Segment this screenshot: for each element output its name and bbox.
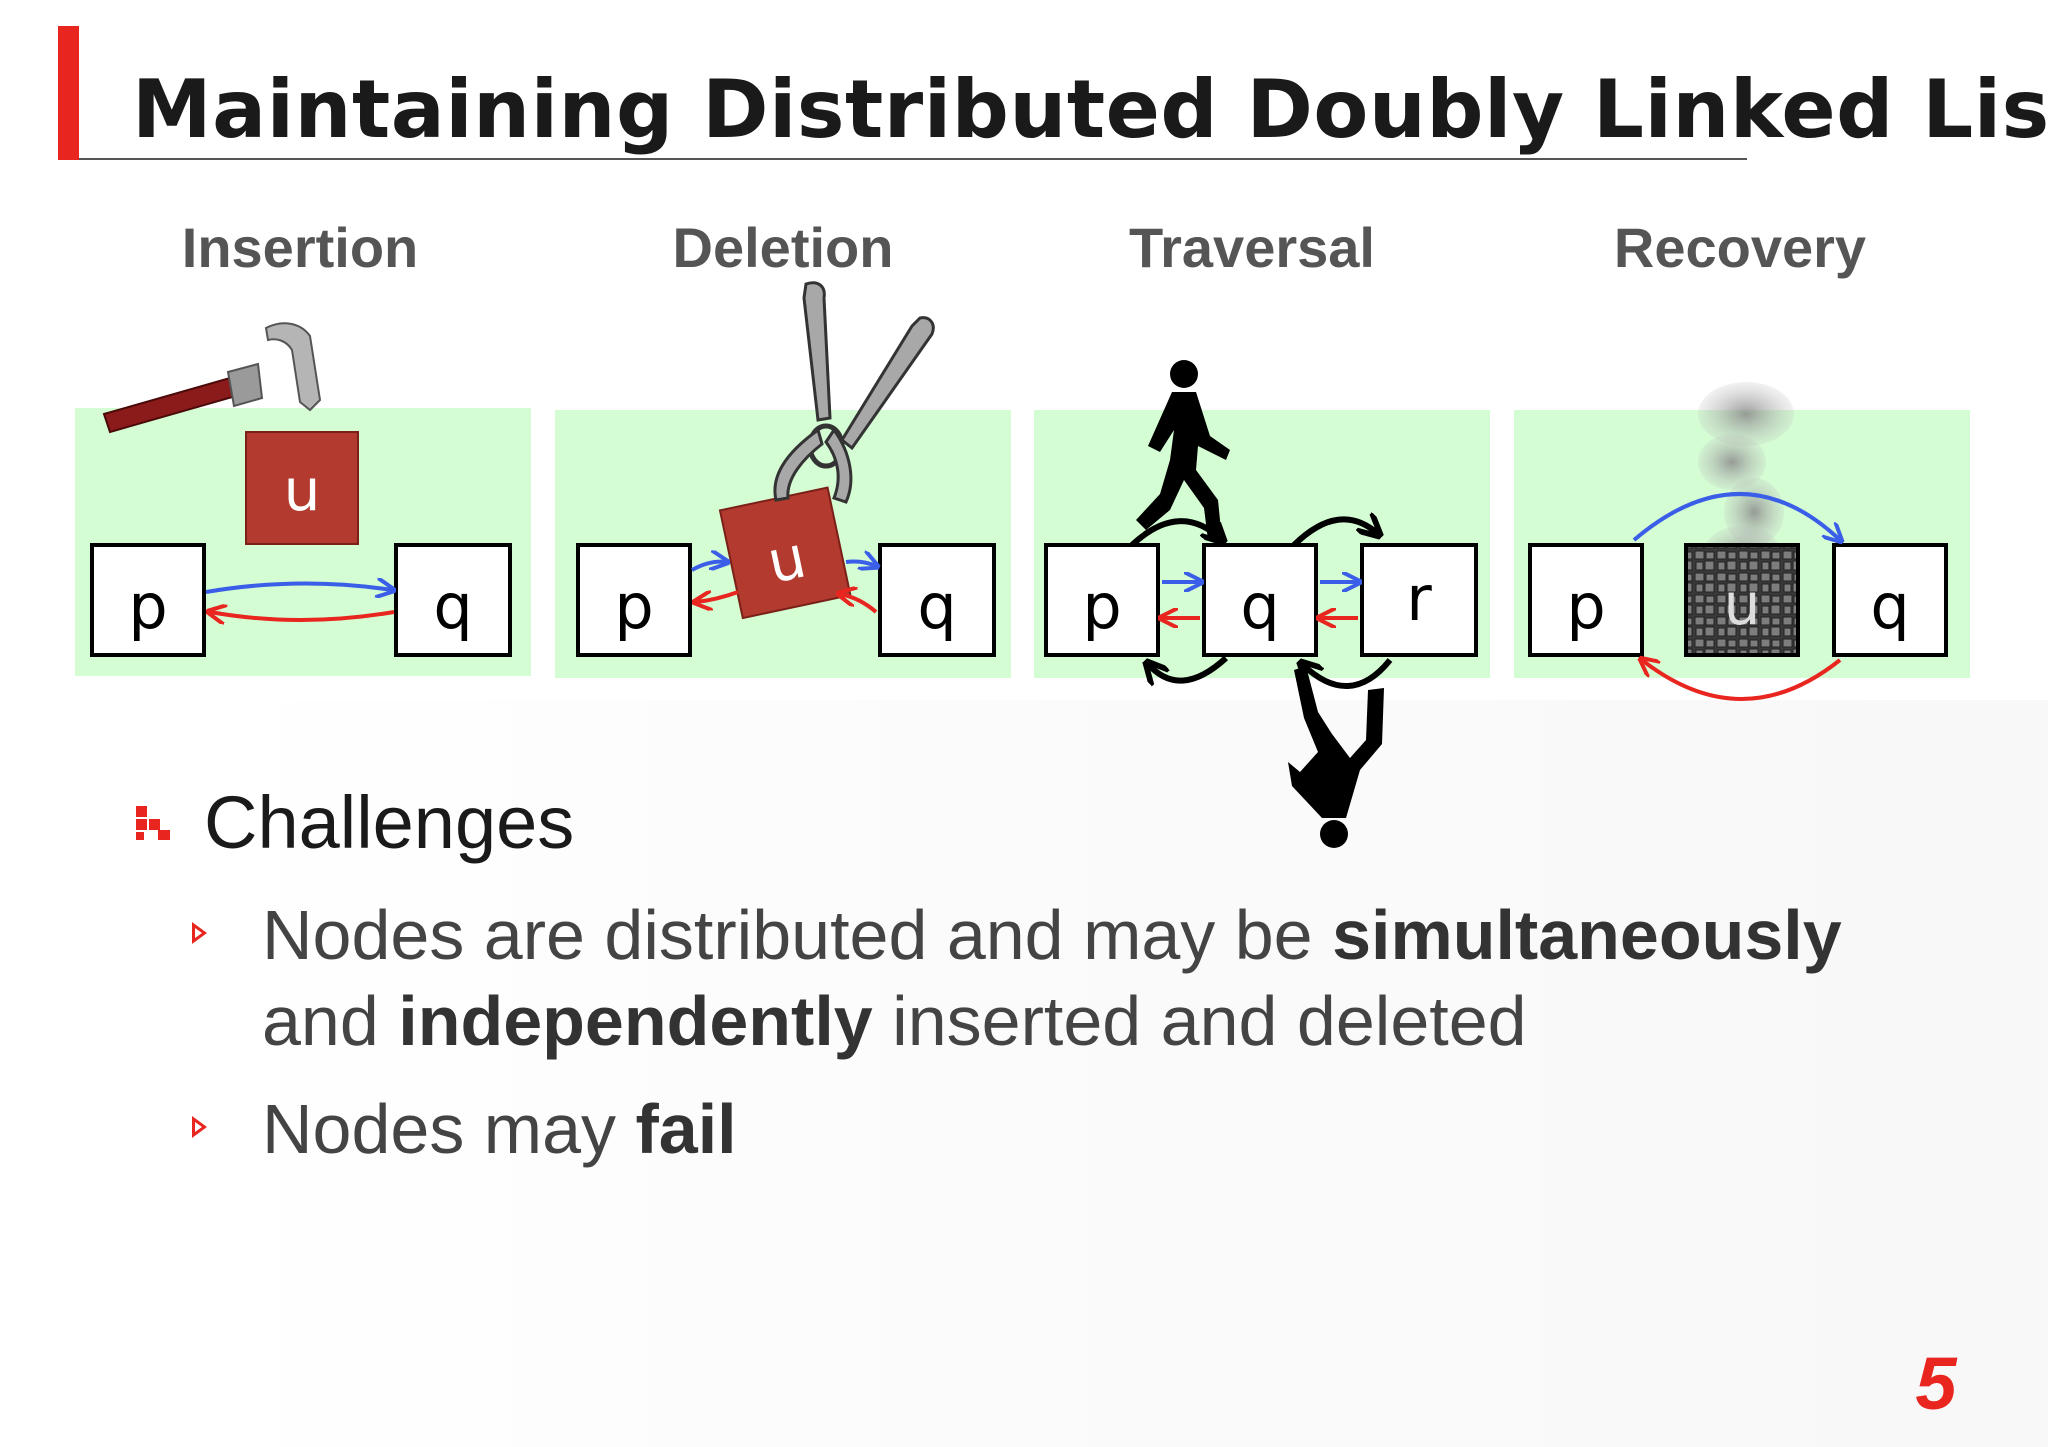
node-label: q <box>1240 570 1279 643</box>
challenge-item-2: Nodes may fail <box>262 1090 737 1168</box>
node-label: p <box>1566 570 1605 643</box>
prev-pointer <box>210 612 395 620</box>
prev-pointer <box>696 590 739 602</box>
pincers-icon <box>773 281 935 504</box>
traversal-arc <box>1148 658 1229 681</box>
challenge-item-1-line-2: and independently inserted and deleted <box>262 982 1527 1060</box>
title-underline <box>79 158 1747 160</box>
hammer-icon <box>102 322 322 434</box>
slide-title: Maintaining Distributed Doubly Linked Li… <box>132 63 2048 156</box>
next-pointer <box>845 562 876 567</box>
node-q-insertion: q <box>394 543 512 657</box>
next-pointer <box>691 562 726 570</box>
node-label: p <box>614 570 653 643</box>
node-p-deletion: p <box>576 543 692 657</box>
challenges-heading: Challenges <box>204 781 575 864</box>
node-u-recovery-failed: u <box>1684 543 1800 657</box>
triangle-bullet-icon <box>192 922 207 944</box>
node-label: u <box>1724 570 1761 638</box>
slide-background <box>210 700 2048 1447</box>
node-label: q <box>433 570 472 643</box>
node-q-recovery: q <box>1832 543 1948 657</box>
traversal-arc <box>1302 660 1393 689</box>
heading-deletion: Deletion <box>672 216 894 279</box>
node-u-deletion: u <box>718 486 852 620</box>
node-u-insertion: u <box>245 431 359 545</box>
title-accent-bar <box>58 26 79 160</box>
node-label: p <box>128 570 167 643</box>
page-number: 5 <box>1915 1342 1957 1425</box>
prev-pointer <box>840 594 878 614</box>
node-p-insertion: p <box>90 543 206 657</box>
next-pointer <box>205 583 392 592</box>
prev-pointer <box>1642 660 1842 701</box>
node-label: q <box>1870 570 1909 643</box>
heading-recovery: Recovery <box>1613 216 1867 279</box>
node-q-deletion: q <box>878 543 996 657</box>
linked-list-diagrams: u p q p u q p q r <box>90 281 1948 848</box>
traversal-arc <box>1291 519 1378 548</box>
square-bullet-icon <box>136 806 170 840</box>
node-r-traversal: r <box>1360 543 1478 657</box>
node-p-recovery: p <box>1528 543 1644 657</box>
node-label: r <box>1406 562 1432 635</box>
heading-insertion: Insertion <box>181 216 419 279</box>
falling-person-icon <box>1288 666 1384 848</box>
node-label: u <box>284 456 321 524</box>
walking-person-icon <box>1136 360 1230 540</box>
heading-traversal: Traversal <box>1129 216 1375 279</box>
triangle-bullet-icon <box>192 1116 207 1138</box>
node-p-traversal: p <box>1044 543 1160 657</box>
next-pointer <box>1632 492 1840 540</box>
challenge-item-1-line-1: Nodes are distributed and may be simulta… <box>262 896 1842 974</box>
node-q-traversal: q <box>1202 543 1318 657</box>
node-label: p <box>1082 570 1121 643</box>
node-label: q <box>917 570 956 643</box>
